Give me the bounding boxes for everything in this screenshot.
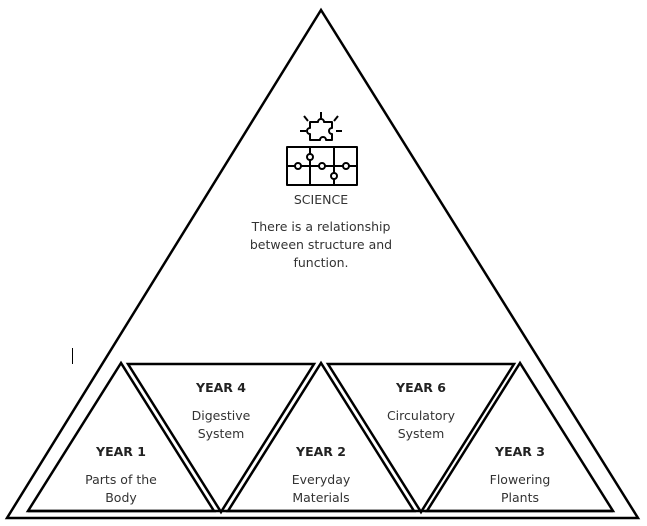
year-2-topic-line2: Materials [292,490,350,505]
year-1-label: YEAR 1 [96,444,146,459]
year-1-topic-line2: Body [105,490,137,505]
year-6-triangle [325,362,517,515]
subject-statement: There is a relationship between structur… [249,219,393,270]
year-3-topic-line2: Plants [500,490,539,505]
year-4-triangle [125,362,317,515]
outer-triangle [4,7,641,520]
year-3-label-group: YEAR 3 Flowering Plants [470,443,570,507]
text-cursor [72,348,73,364]
year-2-topic-line1: Everyday [291,472,351,487]
year-1-label-group: YEAR 1 Parts of the Body [71,443,171,507]
year-4-topic-line2: System [197,426,245,441]
year-4-topic-line1: Digestive [191,408,251,423]
puzzle-lightbulb-icon [286,112,358,186]
year-6-label: YEAR 6 [396,380,446,395]
year-2-label-group: YEAR 2 Everyday Materials [271,443,371,507]
year-6-label-group: YEAR 6 Circulatory System [366,379,476,443]
year-4-label-group: YEAR 4 Digestive System [166,379,276,443]
year-6-topic-line1: Circulatory [386,408,456,423]
year-3-topic-line1: Flowering [489,472,551,487]
year-4-label: YEAR 4 [196,380,246,395]
year-1-topic-line1: Parts of the [85,472,157,487]
year-6-topic-line2: System [397,426,445,441]
year-2-label: YEAR 2 [296,444,346,459]
subject-title: SCIENCE [293,192,349,207]
year-3-label: YEAR 3 [495,444,545,459]
